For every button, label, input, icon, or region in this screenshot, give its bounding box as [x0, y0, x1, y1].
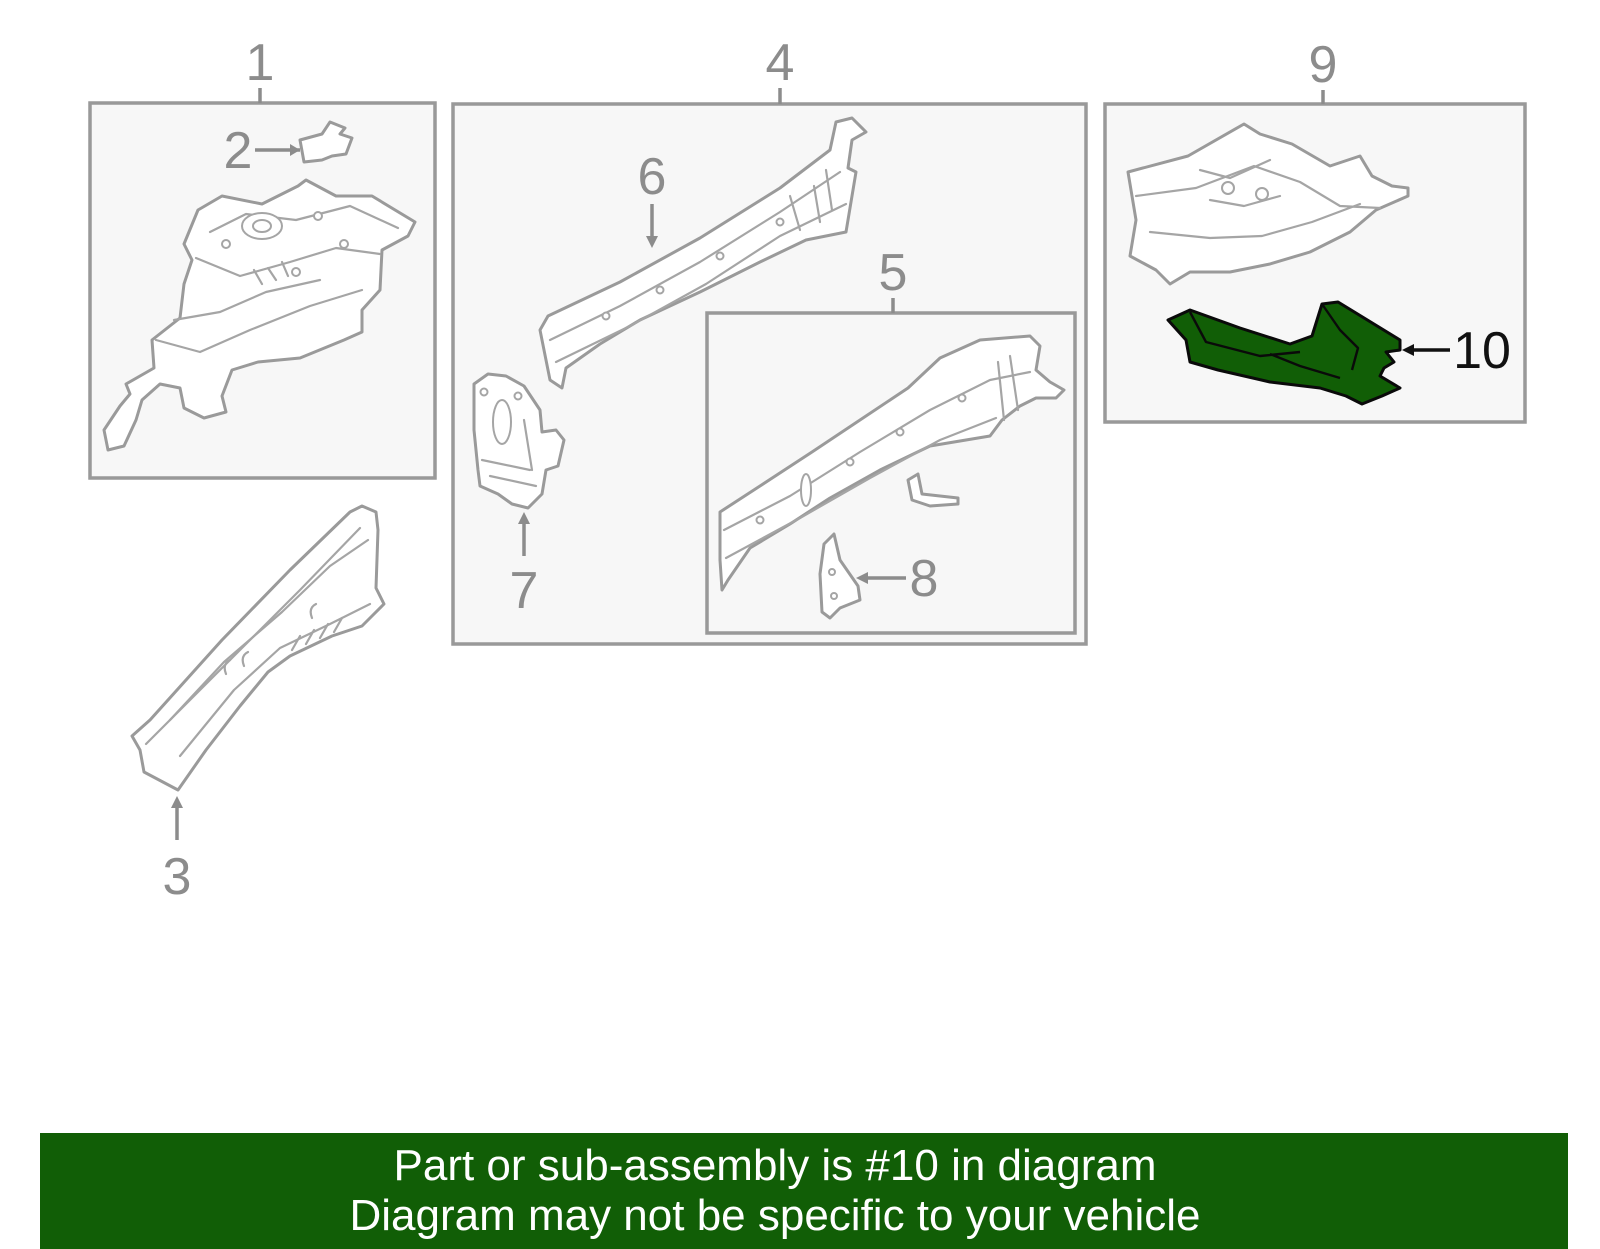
part-8-hole-b	[830, 592, 838, 600]
part-8-hole-a	[828, 568, 836, 576]
part-10-detail-b	[1321, 303, 1360, 371]
callout-10[interactable]: 10	[1453, 322, 1511, 380]
part-1-detail-c	[154, 288, 364, 354]
part-2-bracket[interactable]	[298, 120, 354, 164]
part-6-hole-c	[715, 251, 725, 261]
callout-5[interactable]: 5	[879, 244, 908, 302]
part-1-hole-a	[221, 239, 231, 249]
part-1-hole-d	[291, 267, 301, 277]
part-3-panel[interactable]	[130, 504, 386, 792]
part-7-detail	[480, 418, 538, 488]
assembly-group-1: 1 2	[88, 34, 437, 480]
part-9-hole-b	[1255, 187, 1269, 201]
part-7-slot	[492, 399, 512, 445]
part-9-hole-a	[1221, 181, 1235, 195]
part-9-detail-c	[1198, 158, 1282, 208]
part-1-hole-b	[313, 211, 323, 221]
part-6-detail-b	[554, 202, 848, 364]
banner-line-part-number: Part or sub-assembly is #10 in diagram	[393, 1141, 1157, 1190]
part-10-detail-c	[1269, 352, 1341, 380]
part-1-hole-c	[339, 239, 349, 249]
part-1-detail-e	[252, 260, 290, 286]
part-6-rail[interactable]	[538, 116, 868, 390]
part-3-ribs	[290, 616, 344, 652]
callout-7[interactable]: 7	[510, 562, 539, 620]
part-6-detail-a	[548, 170, 842, 342]
part-3-detail-c	[168, 538, 370, 722]
part-9-floor[interactable]	[1126, 122, 1410, 286]
part-5-detail-a	[722, 370, 1032, 532]
info-banner: Part or sub-assembly is #10 in diagram D…	[40, 1133, 1568, 1249]
callout-6-arrowhead	[646, 236, 658, 248]
callout-10-arrowhead	[1402, 344, 1414, 356]
banner-line-disclaimer: Diagram may not be specific to your vehi…	[349, 1191, 1201, 1240]
part-7-hole-b	[513, 391, 523, 401]
part-5-detail-b	[724, 416, 998, 560]
part-10-detail-a	[1188, 311, 1301, 358]
callout-3[interactable]: 3	[163, 848, 192, 906]
part-1-detail-d	[172, 278, 322, 322]
part-6-hole-b	[655, 285, 665, 295]
parts-diagram: 1 2 3 4	[88, 34, 1527, 906]
part-1-hole-inner	[252, 219, 272, 233]
part-5-hole-c	[895, 427, 905, 437]
part-5-slot	[800, 473, 812, 507]
part-5-hole-b	[845, 457, 855, 467]
part-3-detail-b	[178, 602, 372, 758]
callout-2-arrowhead	[290, 144, 300, 156]
callout-8[interactable]: 8	[910, 550, 939, 608]
part-5-hole-d	[957, 393, 967, 403]
callout-4[interactable]: 4	[766, 34, 795, 92]
part-3-group: 3	[130, 504, 386, 906]
callout-1[interactable]: 1	[246, 34, 275, 92]
part-6-hole-d	[775, 217, 785, 227]
part-1-detail-b	[194, 246, 382, 278]
part-5-detail-c	[996, 354, 1020, 422]
callout-7-arrowhead	[518, 512, 530, 524]
callout-6[interactable]: 6	[638, 148, 667, 206]
part-7-hole-a	[479, 387, 489, 397]
callout-2[interactable]: 2	[224, 122, 253, 180]
part-9-detail-a	[1134, 164, 1382, 210]
part-1-detail-a	[208, 204, 400, 234]
part-9-detail-b	[1148, 202, 1362, 240]
part-5-hole-a	[755, 515, 765, 525]
callout-3-arrowhead	[171, 796, 183, 808]
assembly-group-9: 9 10	[1103, 36, 1527, 424]
part-8-bracket[interactable]	[818, 532, 862, 620]
assembly-group-4: 4 6 7 5	[451, 34, 1088, 646]
callout-8-arrowhead	[856, 572, 868, 584]
part-6-detail-c	[788, 168, 834, 232]
callout-9[interactable]: 9	[1309, 36, 1338, 94]
assembly-group-5: 5 8	[705, 244, 1077, 635]
part-5-tab	[906, 472, 960, 508]
part-5-rail[interactable]	[718, 334, 1066, 592]
part-3-slots	[223, 602, 318, 676]
part-6-hole-a	[601, 311, 611, 321]
